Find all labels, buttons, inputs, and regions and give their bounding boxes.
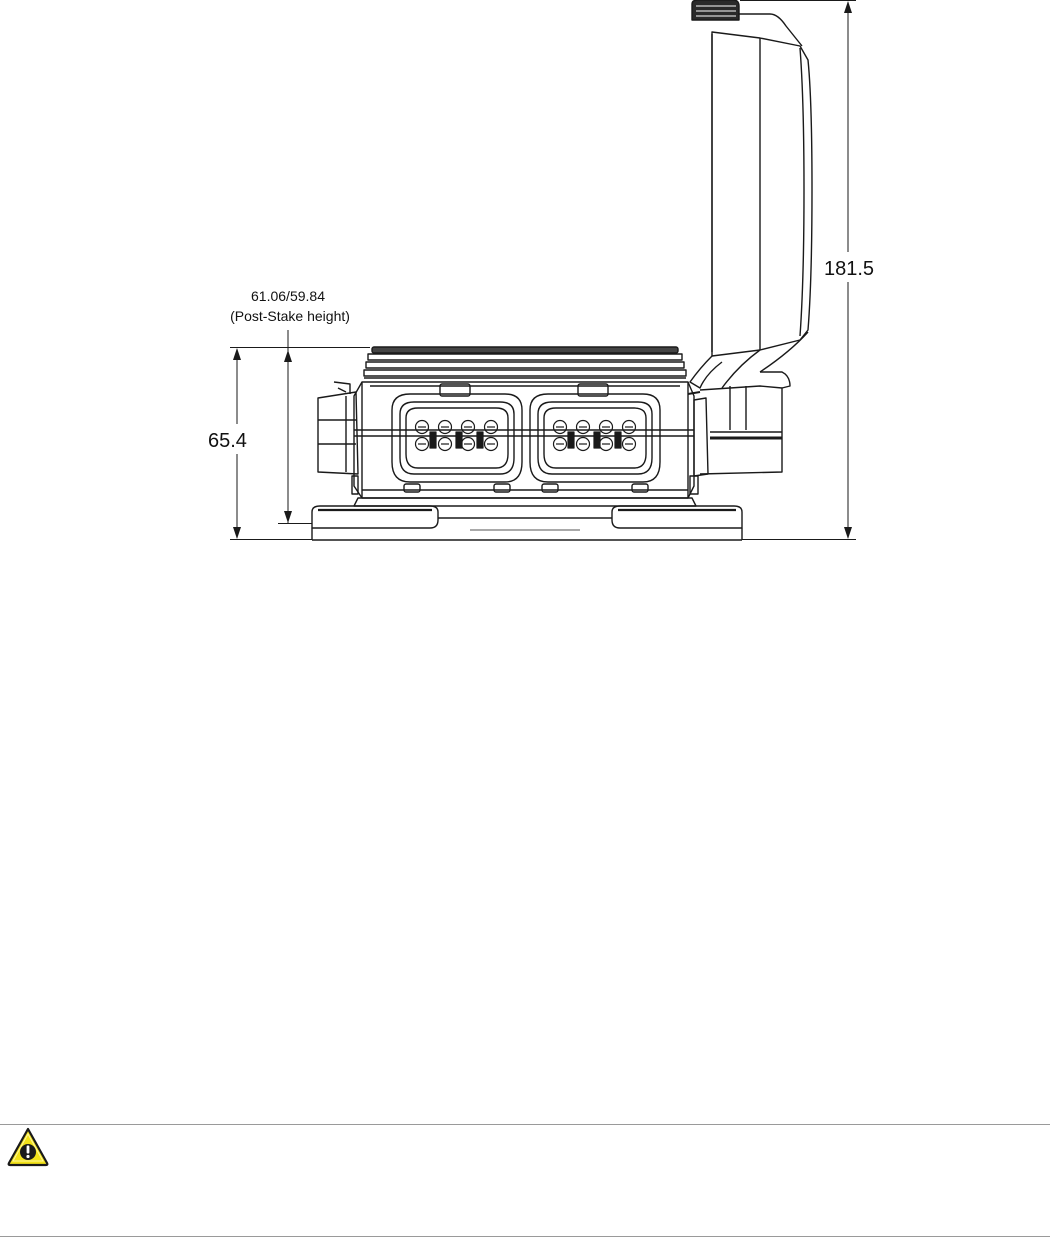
device-side-view-drawing: 181.5 65.4 61.06/59.84 (Post-Stake heigh… (0, 0, 1050, 560)
warning-icon (6, 1126, 50, 1168)
left-side-connector (318, 382, 358, 474)
post-stake-value-label: 61.06/59.84 (251, 288, 325, 304)
mount-block (700, 386, 782, 474)
overall-height-label: 181.5 (824, 258, 874, 280)
footer-bottom-rule (0, 1236, 1050, 1237)
mounting-feet (312, 506, 742, 540)
footer-top-rule (0, 1124, 1050, 1125)
display-lid (690, 0, 812, 388)
post-stake-note-label: (Post-Stake height) (230, 308, 350, 324)
right-side-connector (688, 392, 708, 476)
base-height-label: 65.4 (208, 430, 247, 452)
dimension-lines (230, 1, 856, 540)
